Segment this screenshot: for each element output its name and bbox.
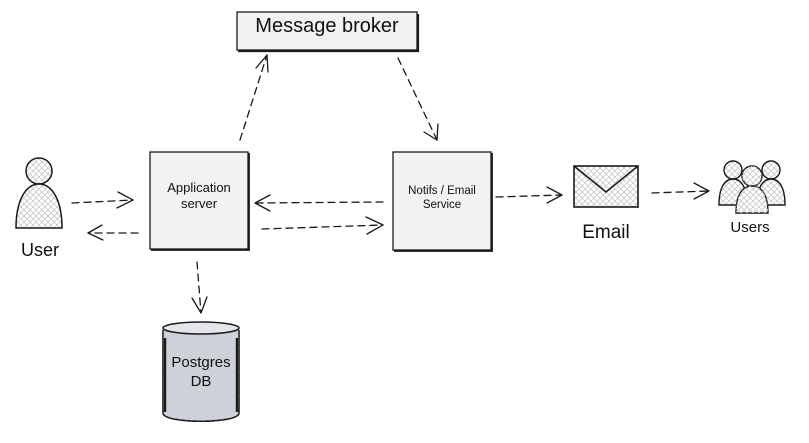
- arrow-notifs-to-app: [254, 194, 384, 212]
- users-group-icon: [718, 160, 786, 214]
- arrow-app-to-broker: [239, 54, 269, 141]
- arrow-email-to-users: [651, 182, 710, 200]
- arrow-notifs-to-email: [495, 186, 563, 204]
- user-label: User: [20, 240, 59, 260]
- users-label: Users: [730, 219, 770, 236]
- notification-service-node: [392, 151, 493, 252]
- arrow-user-to-app: [71, 191, 134, 209]
- message-broker-label: Message broker: [255, 15, 399, 37]
- arrow-app-to-user: [87, 224, 139, 241]
- notification-service-label: Notifs / Email Service: [408, 185, 476, 212]
- application-server-label: Application server: [167, 180, 231, 212]
- user-icon: [15, 157, 63, 229]
- email-label: Email: [582, 222, 630, 243]
- database-label: Postgres DB: [171, 354, 231, 390]
- arrow-app-to-notifs: [261, 216, 384, 235]
- message-broker-node: [236, 11, 420, 53]
- postgres-db-node: [162, 321, 240, 423]
- application-server-node: [149, 151, 250, 251]
- arrow-broker-to-notifs: [397, 57, 439, 141]
- arrow-app-to-db: [191, 261, 208, 314]
- email-envelope-icon: [573, 165, 639, 208]
